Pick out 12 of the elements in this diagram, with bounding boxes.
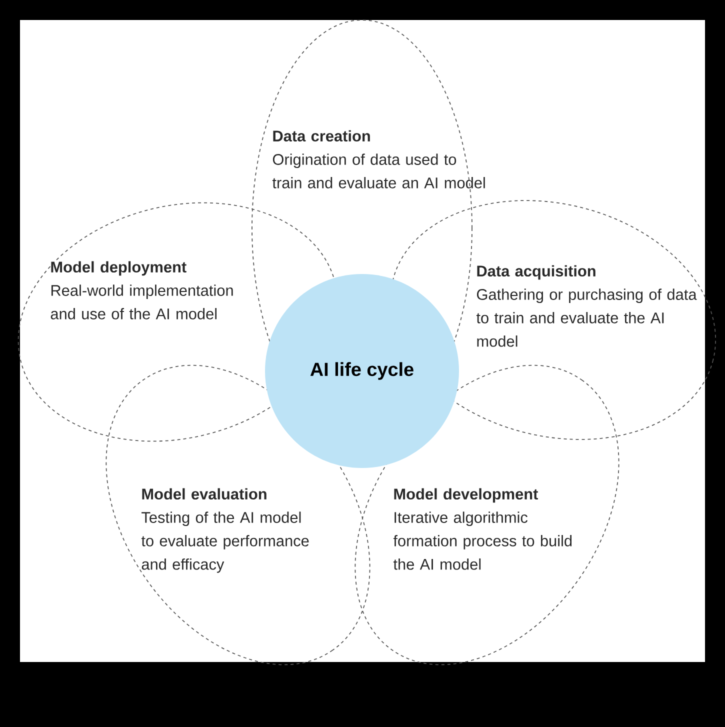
- petal-description: Testing of the AI model to evaluate performance and efficacy: [141, 512, 309, 573]
- petal-heading: Model development: [394, 488, 538, 503]
- petal-heading: Data creation: [273, 130, 370, 142]
- petal-description: Iterative algorithmic formation process to build the AI model: [393, 512, 572, 570]
- petal-heading: Model deployment: [51, 261, 186, 276]
- petal-description: Gathering or purchasing of data to train and evaluate the AI model: [476, 288, 697, 347]
- petal-description: Real-world implementation and use of the AI model: [50, 284, 233, 320]
- petal-heading: Data acquisition: [477, 265, 596, 280]
- petal-heading: Model evaluation: [142, 488, 266, 500]
- petal-description: Origination of data used to train and evaluate an AI model: [272, 154, 485, 188]
- center-title: AI life cycle: [310, 362, 414, 380]
- center-circle: [265, 274, 459, 468]
